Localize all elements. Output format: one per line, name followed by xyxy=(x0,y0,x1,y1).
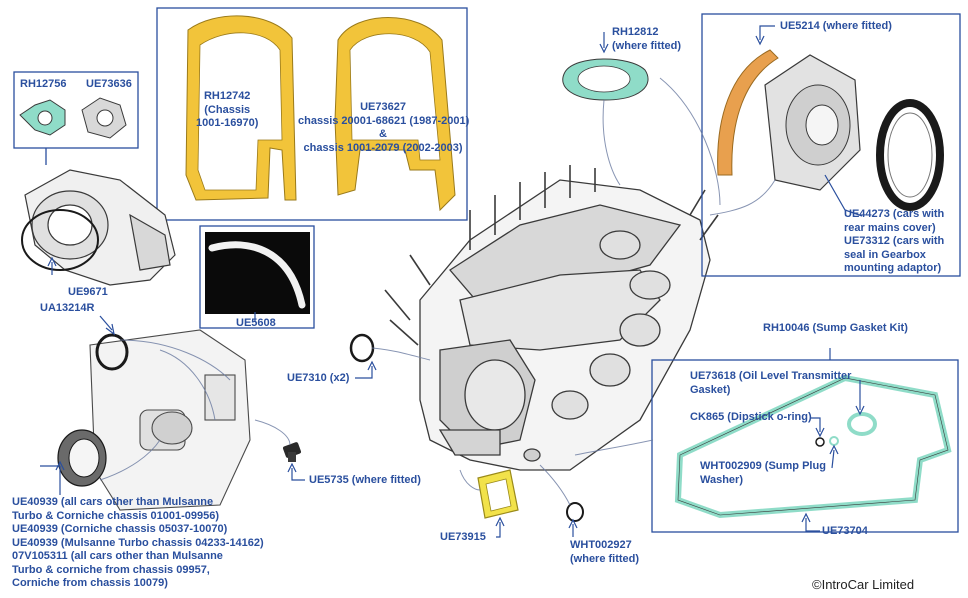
engine-block xyxy=(384,165,719,471)
rear-main-cover xyxy=(764,54,861,191)
ue73618-gasket xyxy=(847,412,877,436)
label-ue73627: UE73627 chassis 20001-68621 (1987-2001) … xyxy=(298,101,470,155)
label-ue9671: UE9671 xyxy=(68,286,108,298)
label-ue40939-line-6: Turbo & corniche from chassis 09957, xyxy=(12,563,210,576)
label-ue73618: UE73618 (Oil Level Transmitter Gasket) xyxy=(690,370,851,397)
label-ue5608: UE5608 xyxy=(236,317,276,329)
label-ue40939-line-7: Corniche from chassis 10079) xyxy=(12,577,168,589)
front-cover xyxy=(89,329,251,511)
ua13214r-oring xyxy=(95,333,129,371)
label-ue73627-line-1: UE73627 xyxy=(360,101,406,113)
label-ue73618-line-1: UE73618 (Oil Level Transmitter xyxy=(690,370,852,382)
label-ue5735: UE5735 (where fitted) xyxy=(309,474,421,486)
label-ue40939-line-2: Turbo & Corniche chassis 01001-09956) xyxy=(12,509,220,522)
label-ua13214r: UA13214R xyxy=(40,302,95,314)
label-rh12742-line-2: (Chassis xyxy=(204,103,251,116)
ue7310-oring xyxy=(349,333,375,363)
copyright: ©IntroCar Limited xyxy=(812,577,915,592)
label-ue44273-line-2: rear mains cover) xyxy=(844,221,936,234)
ck865-oring xyxy=(815,437,825,447)
label-ue44273: UE44273 (cars with rear mains cover) UE7… xyxy=(844,208,944,276)
leader-lines xyxy=(40,25,865,538)
label-ue40939-line-4: UE40939 (Mulsanne Turbo chassis 04233-14… xyxy=(12,536,264,549)
ue73704-sump-gasket xyxy=(674,374,952,519)
label-ck865: CK865 (Dipstick o-ring) xyxy=(690,411,812,423)
label-ue7310: UE7310 (x2) xyxy=(287,372,350,384)
label-ue44273-line-1: UE44273 (cars with xyxy=(844,208,945,220)
label-rh12812-line-2: (where fitted) xyxy=(612,39,682,52)
label-ue44273-line-4: seal in Gearbox xyxy=(844,248,926,261)
label-rh12812: RH12812 (where fitted) xyxy=(612,26,681,53)
label-rh12742-line-3: 1001-16970) xyxy=(196,117,259,129)
label-ue40939-line-3: UE40939 (Corniche chassis 05037-10070) xyxy=(12,523,228,535)
label-ue73915: UE73915 xyxy=(440,531,486,543)
label-ue73636: UE73636 xyxy=(86,78,132,90)
label-rh12756: RH12756 xyxy=(20,78,67,90)
water-pump xyxy=(21,169,176,286)
label-wht002927-line-1: WHT002927 xyxy=(570,539,632,551)
label-wht002909: WHT002909 (Sump Plug Washer) xyxy=(700,460,826,487)
label-ue40939: UE40939 (all cars other than Mulsanne Tu… xyxy=(12,496,264,591)
label-rh12812-line-1: RH12812 xyxy=(612,26,659,38)
label-ue44273-line-5: mounting adaptor) xyxy=(844,262,942,274)
label-ue5214: UE5214 (where fitted) xyxy=(780,20,892,32)
label-rh12742-line-1: RH12742 xyxy=(203,90,251,102)
label-ue40939-line-5: 07V105311 (all cars other than Mulsanne xyxy=(12,550,223,562)
ue44273-seal xyxy=(876,99,944,211)
ue5735-grommet xyxy=(282,442,302,462)
label-wht002909-line-1: WHT002909 (Sump Plug xyxy=(700,460,826,472)
label-wht002927-line-2: (where fitted) xyxy=(570,552,640,565)
ue5214-gasket xyxy=(717,49,779,176)
label-rh12742: RH12742 (Chassis 1001-16970) xyxy=(196,90,258,131)
label-ue73618-line-2: Gasket) xyxy=(690,383,731,396)
label-wht002909-line-2: Washer) xyxy=(700,473,743,486)
label-wht002927: WHT002927 (where fitted) xyxy=(570,539,639,566)
label-ue40939-line-1: UE40939 (all cars other than Mulsanne xyxy=(12,496,214,508)
label-ue73627-line-2: chassis 20001-68621 (1987-2001) xyxy=(298,114,470,127)
wht002909-washer xyxy=(829,436,839,446)
label-ue73627-line-4: chassis 1001-2079 (2002-2003) xyxy=(303,141,463,154)
ue40939-seal xyxy=(57,429,107,487)
label-ue44273-line-3: UE73312 (cars with xyxy=(844,235,945,247)
label-rh10046: RH10046 (Sump Gasket Kit) xyxy=(763,322,908,334)
label-ue73704: UE73704 xyxy=(822,525,868,537)
wht002927-washer xyxy=(566,502,584,522)
label-ue73627-line-3: & xyxy=(379,128,387,140)
